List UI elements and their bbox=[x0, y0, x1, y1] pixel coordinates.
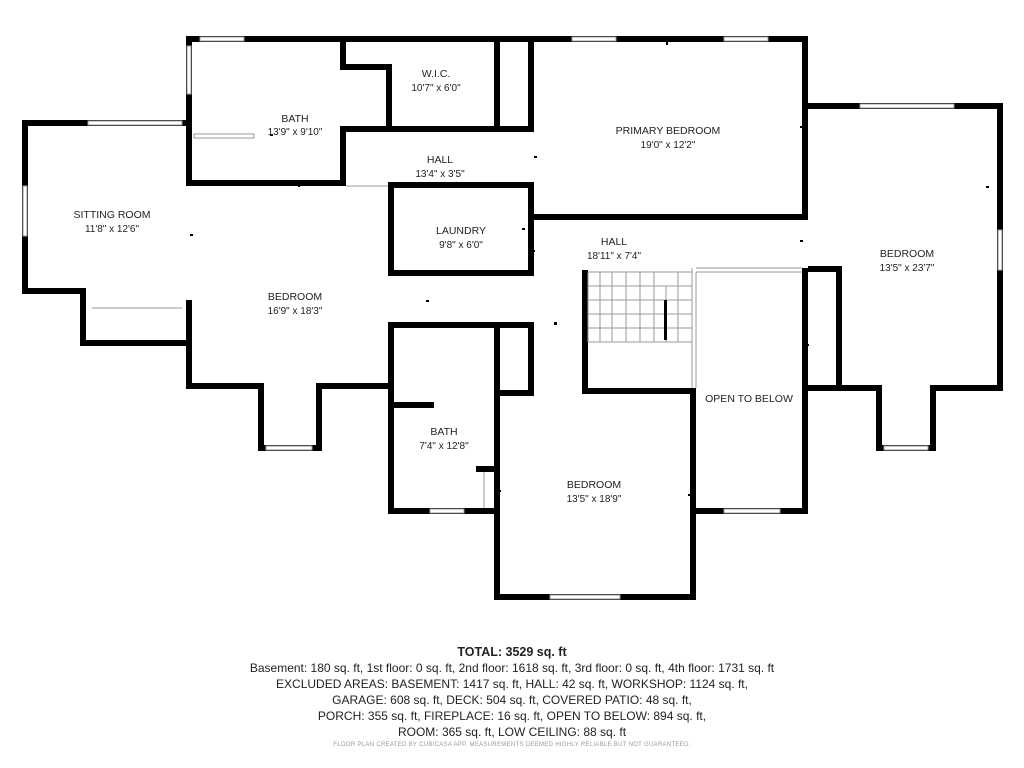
room-label-bedroom-bottom: BEDROOM 13'5" x 18'9" bbox=[567, 479, 622, 505]
summary-line: Basement: 180 sq. ft, 1st floor: 0 sq. f… bbox=[249, 661, 775, 675]
room-dimensions: 11'8" x 12'6" bbox=[85, 224, 140, 235]
summary-line: PORCH: 355 sq. ft, FIREPLACE: 16 sq. ft,… bbox=[317, 709, 707, 723]
room-dimensions: 16'9" x 18'3" bbox=[268, 306, 323, 317]
summary-line: EXCLUDED AREAS: BASEMENT: 1417 sq. ft, H… bbox=[276, 677, 748, 691]
room-dimensions: 9'8" x 6'0" bbox=[439, 240, 483, 251]
room-name: HALL bbox=[427, 154, 453, 166]
room-label-bedroom-right: BEDROOM 13'5" x 23'7" bbox=[880, 248, 935, 274]
room-label-bath-top: BATH 13'9" x 9'10" bbox=[268, 113, 323, 138]
room-name: BEDROOM bbox=[880, 248, 934, 260]
room-name: W.I.C. bbox=[422, 68, 451, 80]
room-name: BATH bbox=[281, 113, 308, 125]
summary-line: GARAGE: 608 sq. ft, DECK: 504 sq. ft, CO… bbox=[332, 693, 692, 707]
room-label-hall-mid: HALL 18'11" x 7'4" bbox=[587, 236, 642, 262]
room-label-bedroom-left: BEDROOM 16'9" x 18'3" bbox=[268, 291, 323, 317]
room-label-primary-bedroom: PRIMARY BEDROOM 19'0" x 12'2" bbox=[616, 125, 721, 151]
room-label-open-to-below: OPEN TO BELOW bbox=[705, 393, 793, 405]
room-dimensions: 7'4" x 12'8" bbox=[419, 441, 469, 452]
room-label-bath-bottom: BATH 7'4" x 12'8" bbox=[419, 426, 469, 452]
wall-marks bbox=[190, 42, 989, 496]
room-dimensions: 13'4" x 3'5" bbox=[415, 169, 465, 180]
summary-line: ROOM: 365 sq. ft, LOW CEILING: 88 sq. ft bbox=[397, 725, 627, 739]
total-area: TOTAL: 3529 sq. ft bbox=[457, 645, 567, 659]
room-name: HALL bbox=[601, 236, 627, 248]
room-dimensions: 18'11" x 7'4" bbox=[587, 251, 642, 262]
room-label-laundry: LAUNDRY 9'8" x 6'0" bbox=[436, 225, 486, 251]
interior-walls bbox=[186, 42, 842, 472]
room-name: LAUNDRY bbox=[436, 225, 486, 237]
room-dimensions: 13'5" x 18'9" bbox=[567, 494, 622, 505]
room-name: OPEN TO BELOW bbox=[705, 393, 793, 405]
room-name: BEDROOM bbox=[567, 479, 621, 491]
credit-text: FLOOR PLAN CREATED BY CUBICASA APP. MEAS… bbox=[333, 742, 691, 748]
room-label-sitting-room: SITTING ROOM 11'8" x 12'6" bbox=[74, 209, 151, 235]
room-name: SITTING ROOM bbox=[74, 209, 151, 221]
room-dimensions: 10'7" x 6'0" bbox=[411, 83, 461, 94]
room-name: PRIMARY BEDROOM bbox=[616, 125, 721, 137]
room-dimensions: 19'0" x 12'2" bbox=[641, 140, 696, 151]
windows bbox=[22, 36, 1003, 600]
room-dimensions: 13'9" x 9'10" bbox=[268, 127, 323, 138]
room-label-wic: W.I.C. 10'7" x 6'0" bbox=[411, 68, 461, 94]
room-dimensions: 13'5" x 23'7" bbox=[880, 263, 935, 274]
floor-plan: BATH 13'9" x 9'10" W.I.C. 10'7" x 6'0" P… bbox=[22, 36, 1003, 600]
staircase bbox=[587, 271, 693, 343]
room-label-hall-top: HALL 13'4" x 3'5" bbox=[415, 154, 465, 180]
area-summary: TOTAL: 3529 sq. ft Basement: 180 sq. ft,… bbox=[0, 644, 1024, 748]
room-name: BEDROOM bbox=[268, 291, 322, 303]
room-name: BATH bbox=[430, 426, 457, 438]
